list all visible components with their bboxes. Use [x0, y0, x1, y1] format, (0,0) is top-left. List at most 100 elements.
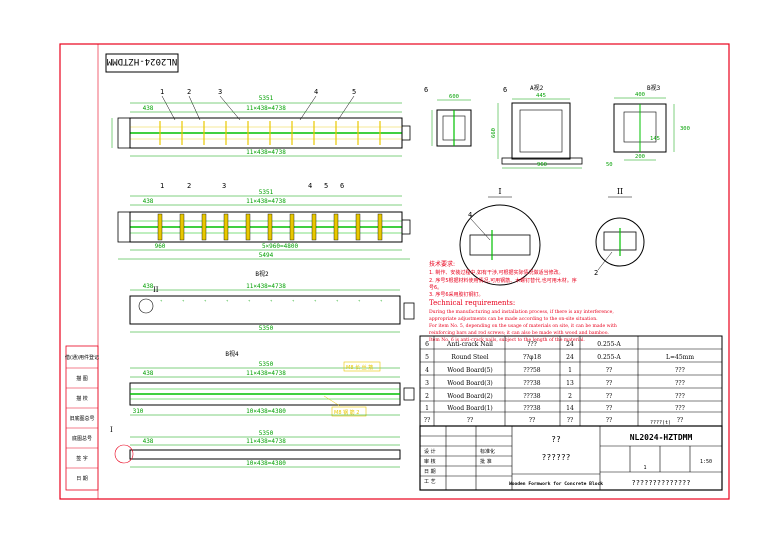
- bom-r1-qty: 24: [566, 341, 574, 348]
- bom-r3-no: 4: [425, 367, 429, 374]
- vd-dim-bottom: 10×438=4380: [246, 460, 286, 467]
- section-view-b-label: B视3: [647, 84, 661, 92]
- svg-text:+: +: [182, 298, 185, 303]
- section-views: 6 6 A视2 B视3 600 445 960 660 400 145 200 …: [424, 84, 690, 169]
- tb-sign-5: 标准化: [480, 448, 495, 455]
- sec-dim-1: 600: [449, 94, 459, 100]
- vc-dim-total: 5350: [259, 361, 274, 368]
- bom-r2-spec: ??φ18: [523, 354, 541, 361]
- sec-dim-6: 145: [650, 136, 660, 142]
- balloon-4: 4: [314, 88, 318, 96]
- tb-company: ??????????????: [631, 479, 690, 487]
- tb-name-sub: ??????: [542, 453, 571, 462]
- vb-dim-spacing: 11×438=4738: [246, 283, 286, 290]
- balloon-1: 1: [160, 88, 164, 96]
- bom-r5-spec: ???38: [523, 393, 540, 400]
- svg-text:+: +: [292, 298, 295, 303]
- bom-r2-qty: 24: [566, 354, 574, 361]
- tb-sign-2: 审 核: [424, 458, 436, 465]
- strip-label-5: 底图总号: [72, 435, 92, 442]
- vb-dim-total: 5350: [259, 325, 274, 332]
- notes-cn-3: 号6。: [429, 285, 442, 291]
- bom-r1-wt: 0.255-A: [597, 341, 621, 348]
- bom-r3-spec: ???58: [523, 367, 540, 374]
- vc-dim-left: 438: [143, 370, 154, 377]
- svg-text:+: +: [358, 298, 361, 303]
- balloon-m2: 2: [187, 182, 191, 190]
- sec-dim-2: 445: [536, 93, 546, 99]
- tb-code: NL2024-HZTDMM: [630, 433, 693, 442]
- rotated-code-box: NL2024-HZTDMM: [105, 53, 179, 73]
- dim-bottom: 11×438=4738: [246, 149, 286, 156]
- sec-dim-3: 960: [537, 162, 547, 168]
- bom-r5-note: ???: [675, 393, 685, 400]
- view-b-label: B视2: [255, 270, 269, 278]
- tb-name-cn: ??: [551, 435, 561, 444]
- vb-marker: II: [153, 286, 159, 294]
- bom-r4-note: ???: [675, 380, 685, 387]
- sec-dim-7: 200: [635, 154, 645, 160]
- bom-r2-name: Round Steel: [451, 354, 488, 361]
- strip-label-6: 签 字: [76, 455, 88, 462]
- tb-sign-1: 设 计: [424, 448, 436, 455]
- bom-hdr-no: ??: [424, 417, 430, 424]
- notes-cn-heading: 技术要求:: [429, 260, 455, 268]
- view-c-label: B视4: [225, 350, 239, 358]
- tb-sign-6: 批 准: [480, 458, 492, 465]
- bom-hdr-mat: ??: [606, 417, 612, 424]
- notes-cn-4: 3. 序号6采用胶钉钢钉。: [429, 291, 484, 298]
- bom-r1-name: Anti-crack Nail: [446, 341, 493, 348]
- bom-r5-wt: ??: [606, 393, 612, 400]
- svg-text:+: +: [336, 298, 339, 303]
- svg-text:+: +: [248, 298, 251, 303]
- bom-r3-wt: ??: [606, 367, 612, 374]
- vc-dim-spacing: 11×438=4738: [246, 370, 286, 377]
- tb-scale: 1:50: [700, 459, 712, 465]
- svg-text:+: +: [314, 298, 317, 303]
- tb-sign-4: 工 艺: [424, 479, 436, 485]
- bom-r6-spec: ???38: [523, 405, 540, 412]
- title-block: 设 计 审 核 日 期 工 艺 标准化 批 准 ?? ?????? Wooden…: [419, 425, 723, 491]
- rotated-code: NL2024-HZTDMM: [106, 56, 177, 66]
- plank-view-c: B视4 5350 438 11×438=4738 M8 长 丝 筋 M8 钢 筋…: [129, 350, 415, 417]
- plank-view-d: I 5350 438 11×438=4738 10×438=4380: [110, 426, 401, 468]
- vd-marker: I: [110, 426, 113, 434]
- technical-notes: 技术要求: 1. 制作、安装过程中,如有干涉,可根据实际情况做适当修改。 2. …: [429, 260, 617, 343]
- svg-text:+: +: [204, 298, 207, 303]
- bom-r4-spec: ???38: [523, 380, 540, 387]
- bom-r4-qty: 13: [566, 380, 574, 387]
- balloon-3: 3: [218, 88, 222, 96]
- notes-en-1: During the manufacturing and installatio…: [429, 309, 614, 315]
- plank-view-b: B视2 438 11×438=4738 +++ +++ +++ ++ II 53…: [129, 270, 415, 333]
- sec-dim-5: 400: [635, 92, 645, 98]
- balloon-m3: 3: [222, 182, 226, 190]
- notes-en-3: For item No. 5, depending on the usage o…: [429, 323, 617, 329]
- bom-hdr-sub: ????(t): [650, 420, 671, 426]
- notes-en-5: Item No. 6 is anti-crack nails, subject …: [429, 337, 585, 343]
- mid-dim-total: 5351: [259, 189, 274, 196]
- detail-views: I II 4 2: [459, 187, 645, 286]
- strip-label-1: 借(通)用件登记: [65, 354, 99, 361]
- vb-dim-left: 438: [143, 283, 154, 290]
- svg-text:+: +: [226, 298, 229, 303]
- dim-left: 438: [143, 105, 154, 112]
- strip-label-2: 描 图: [76, 375, 88, 382]
- bom-hdr-qty: ??: [567, 417, 573, 424]
- notes-en-2: appropriate adjustments can be made acco…: [429, 316, 598, 322]
- svg-text:+: +: [380, 298, 383, 303]
- balloon-m6: 6: [340, 182, 344, 190]
- balloon-m5: 5: [324, 182, 328, 190]
- vc-dim-b: 10×438=4380: [246, 408, 286, 415]
- bom-r4-no: 3: [425, 380, 429, 387]
- vc-dim-a: 310: [133, 408, 144, 415]
- strip-label-7: 日 期: [76, 476, 88, 482]
- bom-r5-no: 2: [425, 393, 429, 400]
- vd-dim-spacing: 11×438=4738: [246, 438, 286, 445]
- notes-en-4: reinforcing bars and rod screws; it can …: [429, 330, 609, 336]
- vd-dim-total: 5350: [259, 430, 274, 437]
- vd-dim-left: 438: [143, 438, 154, 445]
- bom-r1-spec: ???: [527, 341, 537, 348]
- bom-table: 6 Anti-crack Nail ??? 24 0.255-A 5 Round…: [419, 335, 723, 427]
- detail-ii-balloon: 2: [594, 269, 598, 277]
